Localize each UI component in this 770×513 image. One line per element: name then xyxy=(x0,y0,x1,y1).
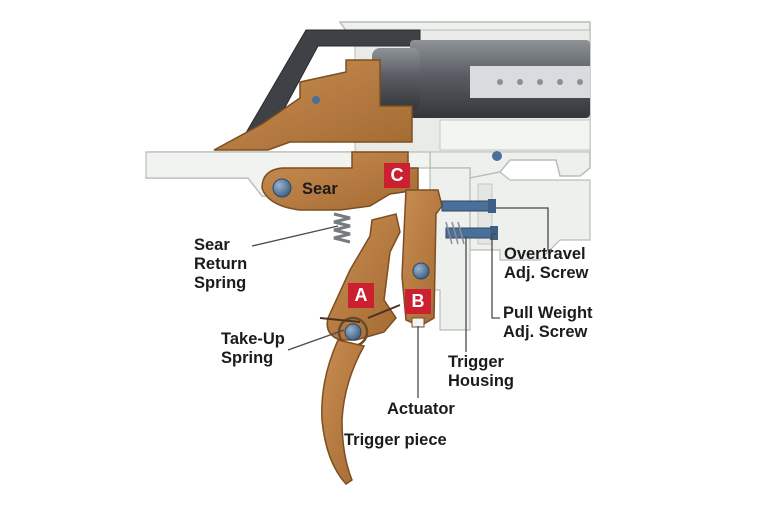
leader-lines xyxy=(251,207,552,398)
label-line: Housing xyxy=(448,372,514,390)
badge-a: A xyxy=(348,283,374,308)
label-trigger-housing: Trigger Housing xyxy=(448,353,514,391)
pull-weight-screw xyxy=(445,221,498,245)
label-line: Adj. Screw xyxy=(504,264,589,282)
badge-c: C xyxy=(384,163,410,188)
label-line: Sear xyxy=(194,236,230,254)
label-actuator: Actuator xyxy=(387,400,455,418)
sear-return-spring xyxy=(333,212,351,244)
label-pull-weight-adj-screw: Pull Weight Adj. Screw xyxy=(503,304,593,342)
label-line: Return xyxy=(194,255,248,273)
badge-b: B xyxy=(405,289,431,314)
label-line: Take-Up xyxy=(221,330,285,348)
label-take-up-spring: Take-Up Spring xyxy=(221,330,285,368)
cocking-piece xyxy=(213,59,413,151)
label-trigger-piece: Trigger piece xyxy=(344,431,447,449)
label-line: Spring xyxy=(221,349,274,367)
label-line: Spring xyxy=(194,274,247,292)
label-line: Adj. Screw xyxy=(503,323,588,341)
label-overtravel-adj-screw: Overtravel Adj. Screw xyxy=(504,245,588,283)
label-line: Overtravel xyxy=(504,245,586,263)
overtravel-screw xyxy=(441,199,496,213)
sear-part xyxy=(261,151,419,211)
label-sear: Sear xyxy=(302,180,338,198)
trigger-blade xyxy=(321,339,366,485)
label-line: Pull Weight xyxy=(503,304,593,322)
label-line: Trigger xyxy=(448,353,504,371)
label-sear-return-spring: Sear Return Spring xyxy=(194,236,247,293)
